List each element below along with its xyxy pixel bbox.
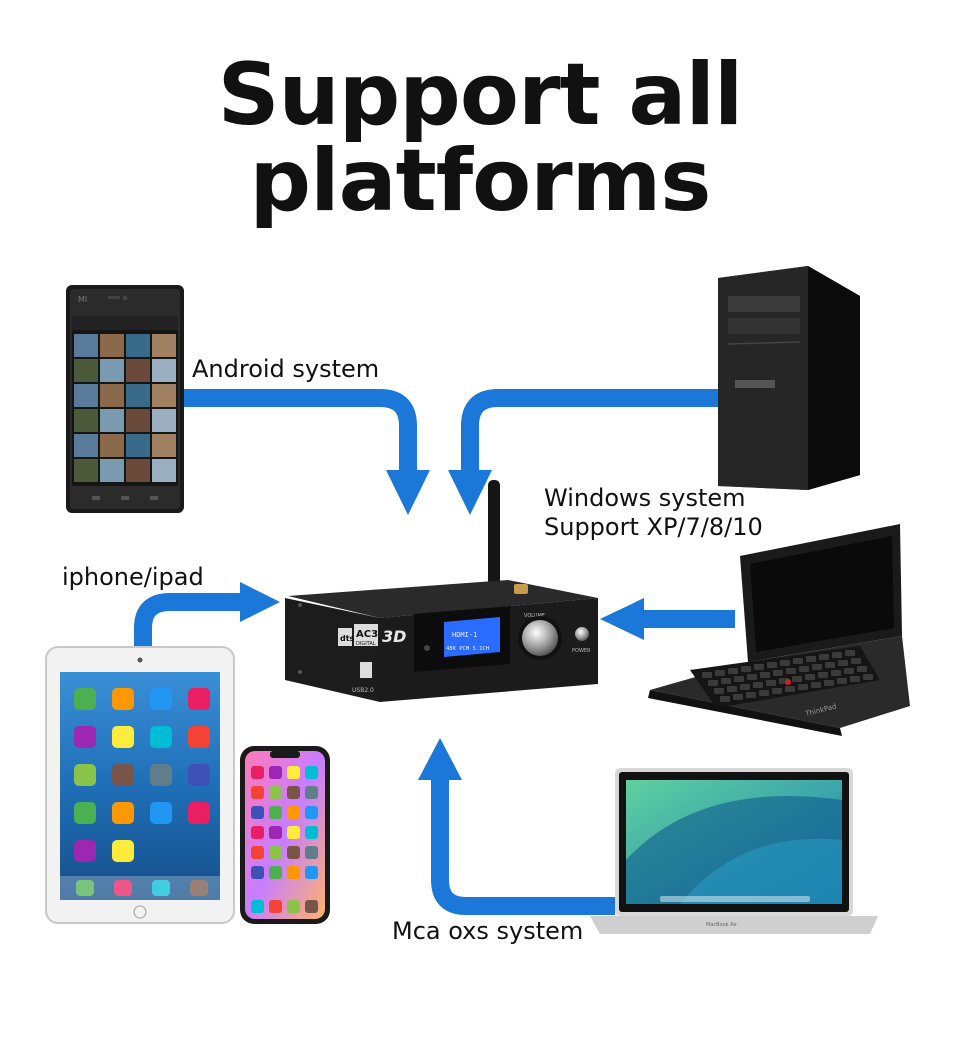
volume-knob <box>522 620 558 656</box>
desktop-tower-image <box>718 266 860 490</box>
lcd-line-2: 48K PCM 5.1CH <box>446 646 489 652</box>
audio-decoder-device: dts AC3 DIGITAL 3D USB2.0 HDMI-1 48K PCM… <box>285 480 598 702</box>
lcd-screen <box>444 617 500 657</box>
arrow-mac <box>418 738 615 915</box>
macbook-image: MacBook Air <box>590 768 878 934</box>
label-android-system: Android system <box>192 355 380 383</box>
windows-laptop-image: ThinkPad <box>648 524 910 736</box>
label-windows-versions: Support XP/7/8/10 <box>544 513 763 541</box>
usb-label: USB2.0 <box>352 687 374 694</box>
ipad-image <box>45 646 235 924</box>
lcd-line-1: HDMI-1 <box>452 631 477 639</box>
phone-brand-label: MI <box>78 295 87 304</box>
label-mac-system: Mca oxs system <box>392 917 584 945</box>
arrow-android <box>184 389 430 515</box>
android-phone-image: MI <box>66 285 184 513</box>
volume-label: VOLUME <box>524 613 545 619</box>
badge-digital: DIGITAL <box>356 641 376 647</box>
power-button <box>575 627 589 641</box>
usb-port <box>360 662 372 678</box>
arrow-windows-desktop <box>448 389 720 515</box>
macbook-brand-label: MacBook Air <box>706 922 738 928</box>
badge-dts: dts <box>340 634 355 643</box>
iphone-image <box>240 746 330 924</box>
antenna <box>488 480 500 590</box>
arrow-iphone-ipad <box>134 582 280 652</box>
power-label: POWER <box>572 648 591 654</box>
badge-ac3: AC3 <box>356 629 378 640</box>
label-windows-system: Windows system <box>544 484 746 512</box>
arrow-windows-laptop <box>600 598 735 640</box>
page-title: Support all platforms <box>217 45 744 231</box>
badge-3d: 3D <box>382 627 406 646</box>
label-iphone-ipad: iphone/ipad <box>62 563 204 591</box>
